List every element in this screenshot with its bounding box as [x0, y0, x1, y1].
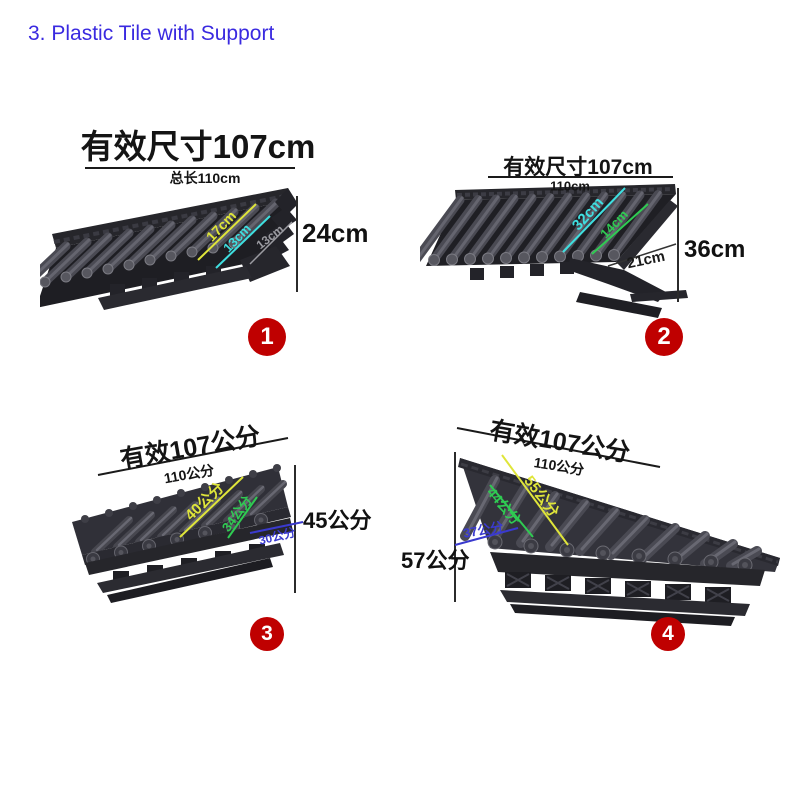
tile-tube-highlights	[95, 480, 287, 552]
total-length-label: 总长110cm	[169, 170, 241, 186]
support-feet	[470, 262, 574, 280]
step-badge-3: 3	[250, 617, 284, 651]
product-panel-4: 有效107公分 110公分 55公分 44公分 37公分 57公分 4	[395, 400, 795, 660]
tile-tube-highlights	[420, 191, 662, 259]
step-badge-2: 2	[645, 318, 683, 356]
effective-size-heading: 有效尺寸107cm	[503, 156, 653, 179]
support-strut	[616, 200, 678, 270]
dim-line-green	[227, 496, 258, 539]
base-board	[97, 543, 284, 593]
tile-ridge	[52, 188, 292, 248]
height-label: 24cm	[302, 218, 369, 248]
base-board	[500, 590, 750, 616]
tile-photo-4	[454, 427, 780, 626]
heading-underline	[85, 167, 295, 169]
height-label: 45公分	[303, 508, 372, 533]
step-badge-4: 4	[651, 617, 685, 651]
base-trim	[107, 558, 273, 603]
height-label: 36cm	[684, 236, 746, 263]
product-panel-1: 有效尺寸107cm 总长110cm 17cm 13cm 13cm 24cm 1	[40, 112, 370, 362]
tile-photo-3	[72, 437, 304, 603]
effective-size-heading: 有效尺寸107cm	[80, 128, 316, 165]
dim-line-yellow	[179, 476, 244, 538]
support-tail	[576, 292, 662, 318]
support-slab	[85, 518, 293, 575]
heading-underline	[456, 427, 661, 468]
base-bar	[98, 266, 252, 310]
tile-ridge	[455, 184, 676, 200]
eave-step	[568, 258, 666, 302]
tile-photo-1	[40, 188, 298, 310]
dim-line-gray	[249, 221, 293, 265]
product-panel-2: 有效尺寸107cm 110cm 32cm 14cm 21cm 36cm 2	[420, 140, 795, 380]
dim-line-blue	[454, 527, 519, 546]
roll-end-circles	[40, 237, 240, 288]
heading-underline	[488, 176, 673, 178]
total-length-label: 110cm	[550, 178, 590, 194]
eave-rosettes	[487, 534, 753, 573]
support-slab	[490, 552, 765, 586]
ridge-bumps	[81, 464, 281, 523]
support-x-blocks	[505, 572, 731, 603]
dim-line-cyan	[562, 187, 626, 253]
product-panel-3: 有效107公分 110公分 40公分 34公分 30公分 45公分 3	[55, 415, 395, 660]
dim-line-yellow	[501, 454, 569, 546]
tile-photo-2	[420, 184, 688, 318]
roll-end-circles	[428, 249, 620, 266]
step-badge-1: 1	[248, 318, 286, 356]
dim-line-green	[489, 484, 534, 538]
dimension-lines	[562, 187, 679, 302]
dim-line-yellow	[197, 203, 257, 261]
page-title: 3. Plastic Tile with Support	[28, 22, 275, 45]
support-bracket	[240, 246, 290, 282]
support-arm	[630, 290, 688, 302]
tile-face	[72, 467, 288, 555]
dimension-lines	[179, 465, 304, 593]
dim-line-depth	[607, 243, 677, 267]
dim-line-green	[591, 203, 649, 255]
height-label: 57公分	[401, 548, 470, 573]
dimension-lines	[454, 452, 569, 602]
dim-line-blue	[249, 521, 304, 534]
tile-tube-highlights	[40, 199, 280, 282]
heading-underline	[97, 437, 289, 476]
dim-line-cyan	[215, 215, 271, 269]
tile-tube-highlights	[465, 476, 761, 566]
dimension-lines	[197, 196, 298, 292]
